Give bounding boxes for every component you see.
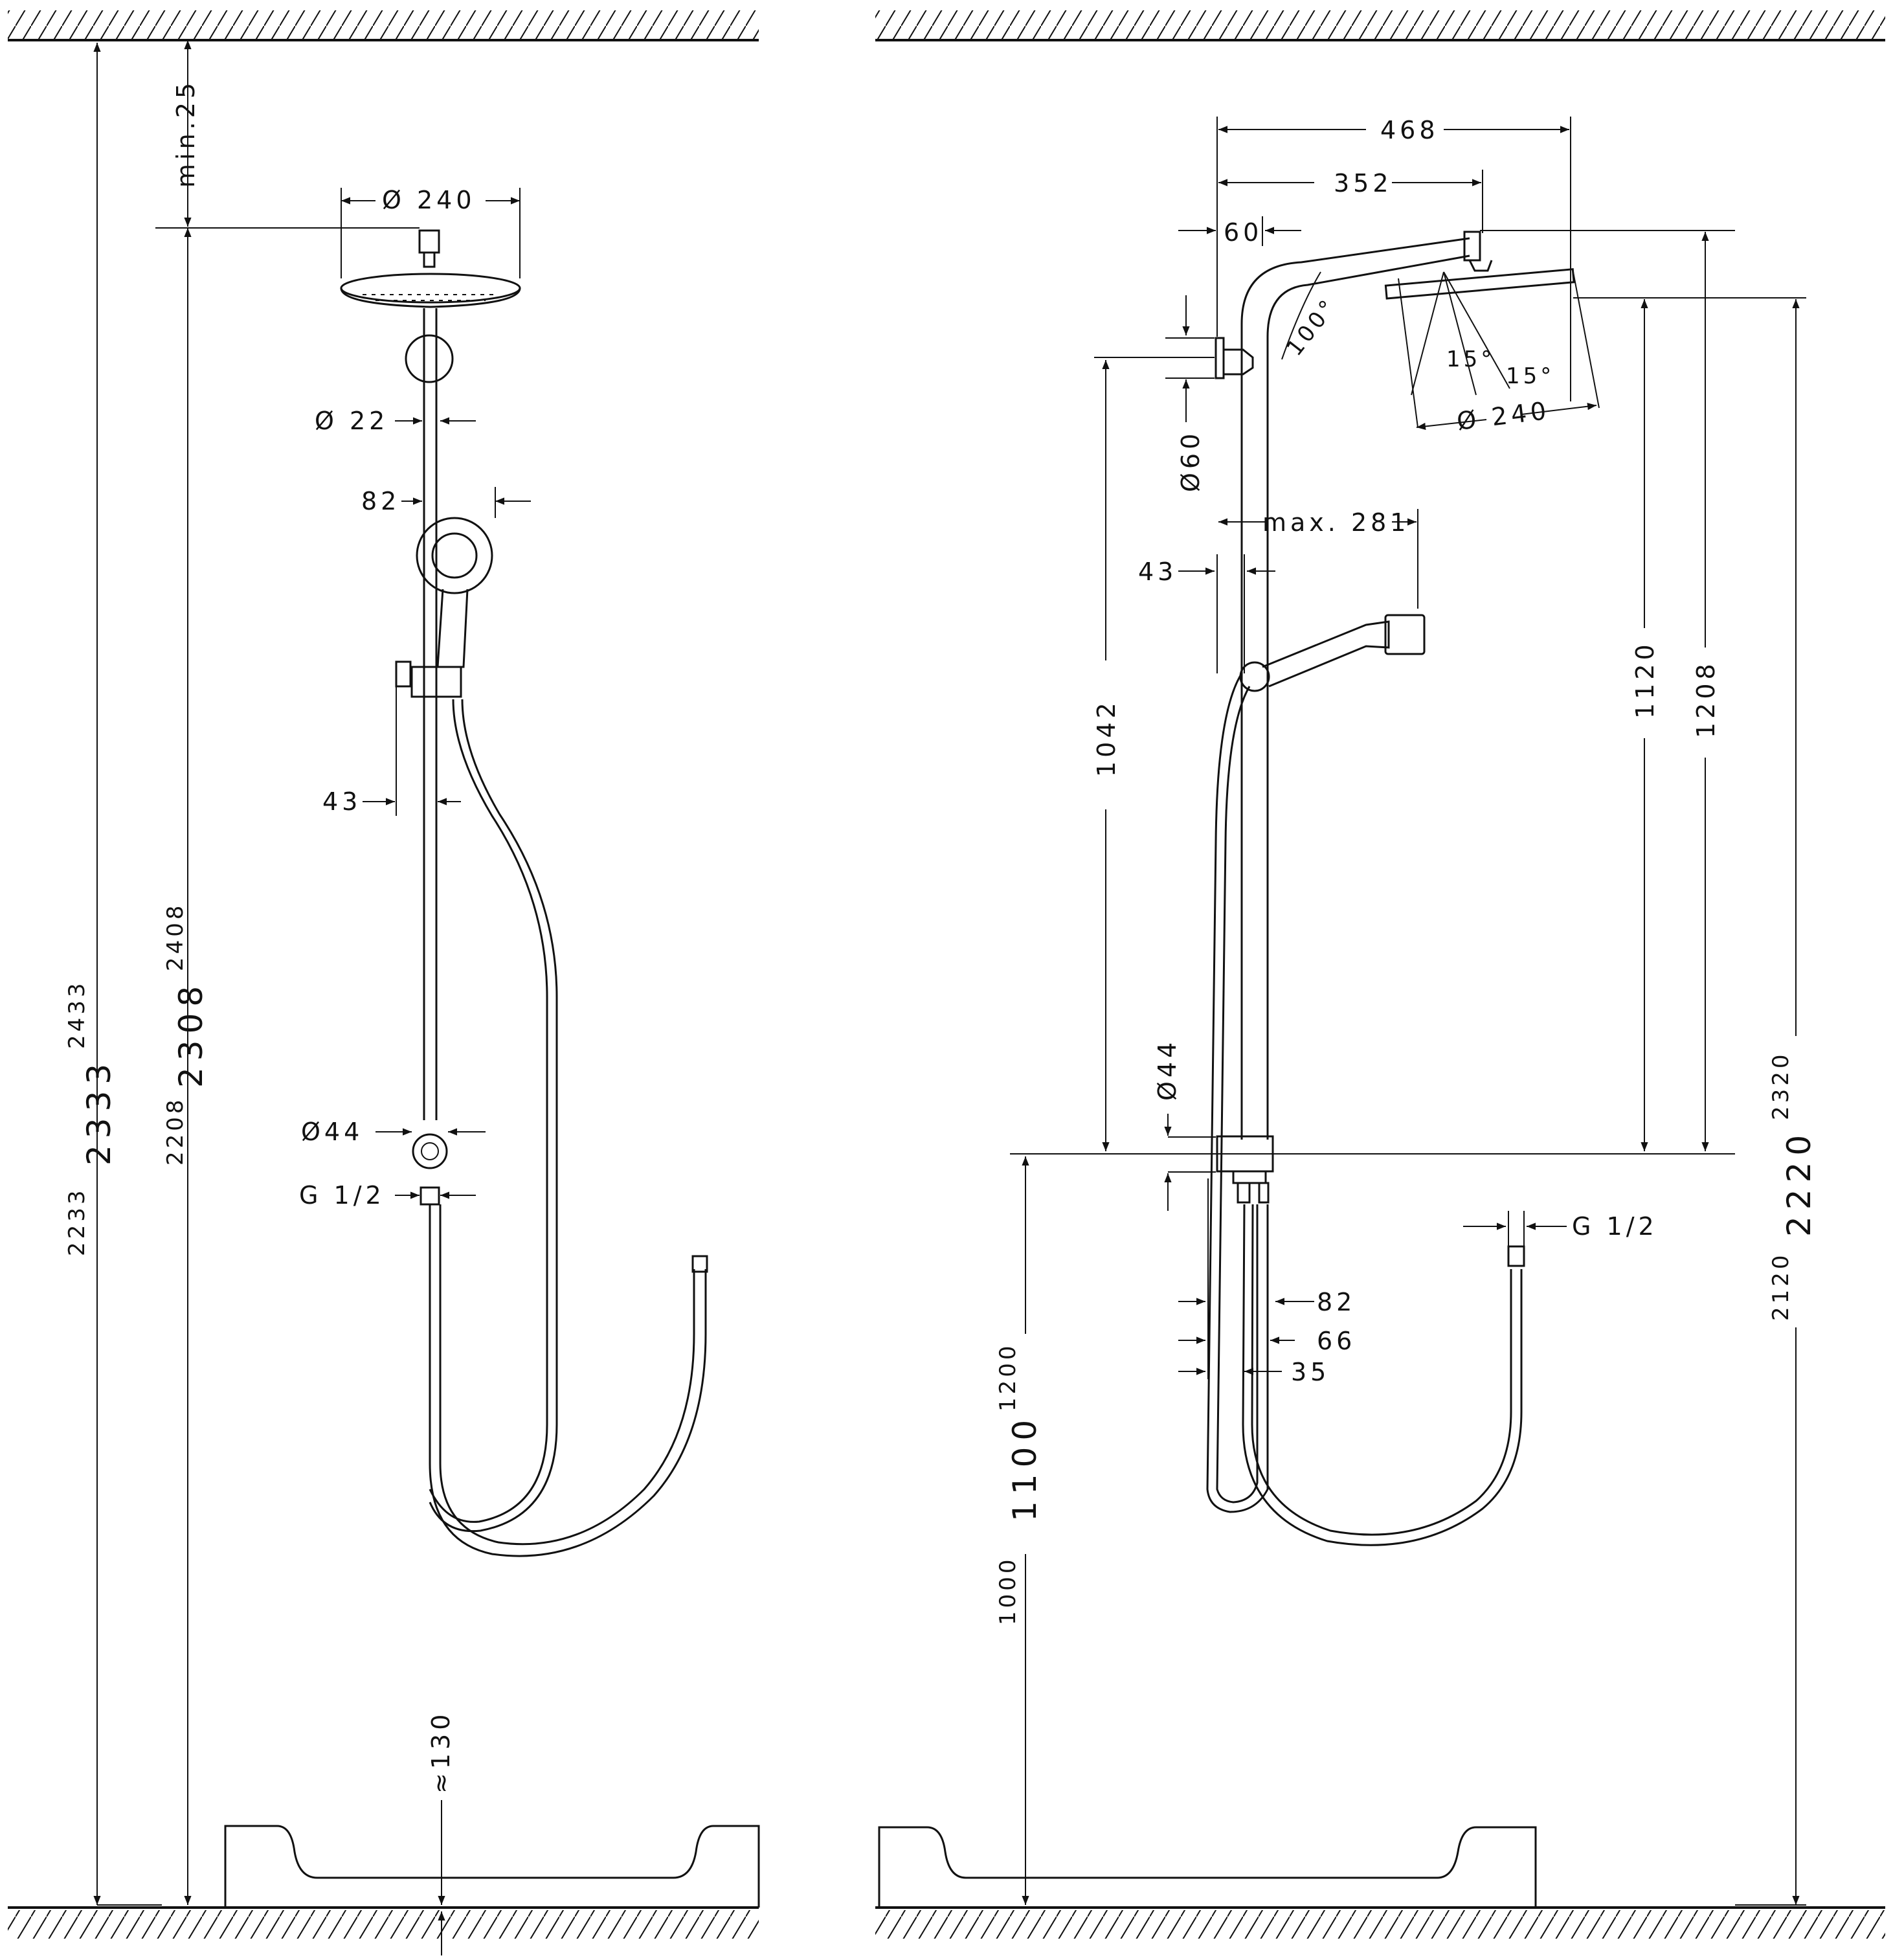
label-1042: 1042 [1092,699,1121,777]
label-handshower-82: 82 [361,487,400,515]
label-2320: 2320 [1768,1051,1794,1120]
label-66: 66 [1317,1327,1356,1355]
shower-column-left [340,229,708,1557]
label-riser-2408: 2408 [162,902,188,971]
label-height-2433: 2433 [64,980,90,1049]
label-43-right: 43 [1138,558,1177,586]
label-tilt-b: 15° [1506,363,1554,389]
floor-right [875,1906,1885,1939]
label-riser-2208: 2208 [162,1096,188,1166]
shower-tray-right [878,1826,1537,1908]
label-35: 35 [1291,1358,1330,1386]
label-height-2233: 2233 [64,1187,90,1256]
label-head-diameter-right: Ø 240 [1455,396,1552,436]
label-arm-angle: 100° [1282,293,1343,361]
ceiling-left [8,10,759,41]
label-valve-diameter: Ø44 [1153,1039,1182,1101]
label-tilt-a: 15° [1446,346,1495,372]
label-wall-diameter: Ø60 [1176,430,1205,492]
label-head-diameter: Ø 240 [382,186,476,214]
ceiling-right [875,10,1885,41]
shower-column-right [1206,231,1575,1546]
label-riser-2308: 2308 [172,980,210,1088]
label-2220: 2220 [1780,1129,1818,1237]
label-floor-gap: ≈130 [427,1711,455,1794]
dims-left [93,40,531,1955]
label-1208: 1208 [1692,660,1720,738]
label-1000: 1000 [995,1556,1021,1625]
labels-left: min.25 Ø 240 Ø 22 82 43 Ø44 G 1/2 ≈130 2… [64,79,476,1794]
label-352: 352 [1334,169,1393,197]
floor-left [8,1906,759,1939]
shower-tray-left [224,1825,760,1908]
label-thread-right: G 1/2 [1572,1212,1658,1241]
dims-right [1010,117,1806,1906]
label-1200: 1200 [995,1342,1021,1412]
label-max-281: max. 281 [1262,508,1409,537]
label-60: 60 [1224,218,1262,247]
label-82-right: 82 [1317,1288,1356,1316]
label-slider-43: 43 [322,787,361,816]
label-1120: 1120 [1631,640,1659,719]
label-pipe-diameter: Ø 22 [315,407,388,435]
label-outlet-diameter: Ø44 [301,1118,363,1146]
label-thread: G 1/2 [299,1181,385,1210]
label-2120: 2120 [1768,1252,1794,1321]
label-468: 468 [1380,116,1439,144]
label-1100: 1100 [1006,1414,1044,1522]
label-height-2333: 2333 [80,1057,118,1166]
label-min-25: min.25 [172,79,200,188]
